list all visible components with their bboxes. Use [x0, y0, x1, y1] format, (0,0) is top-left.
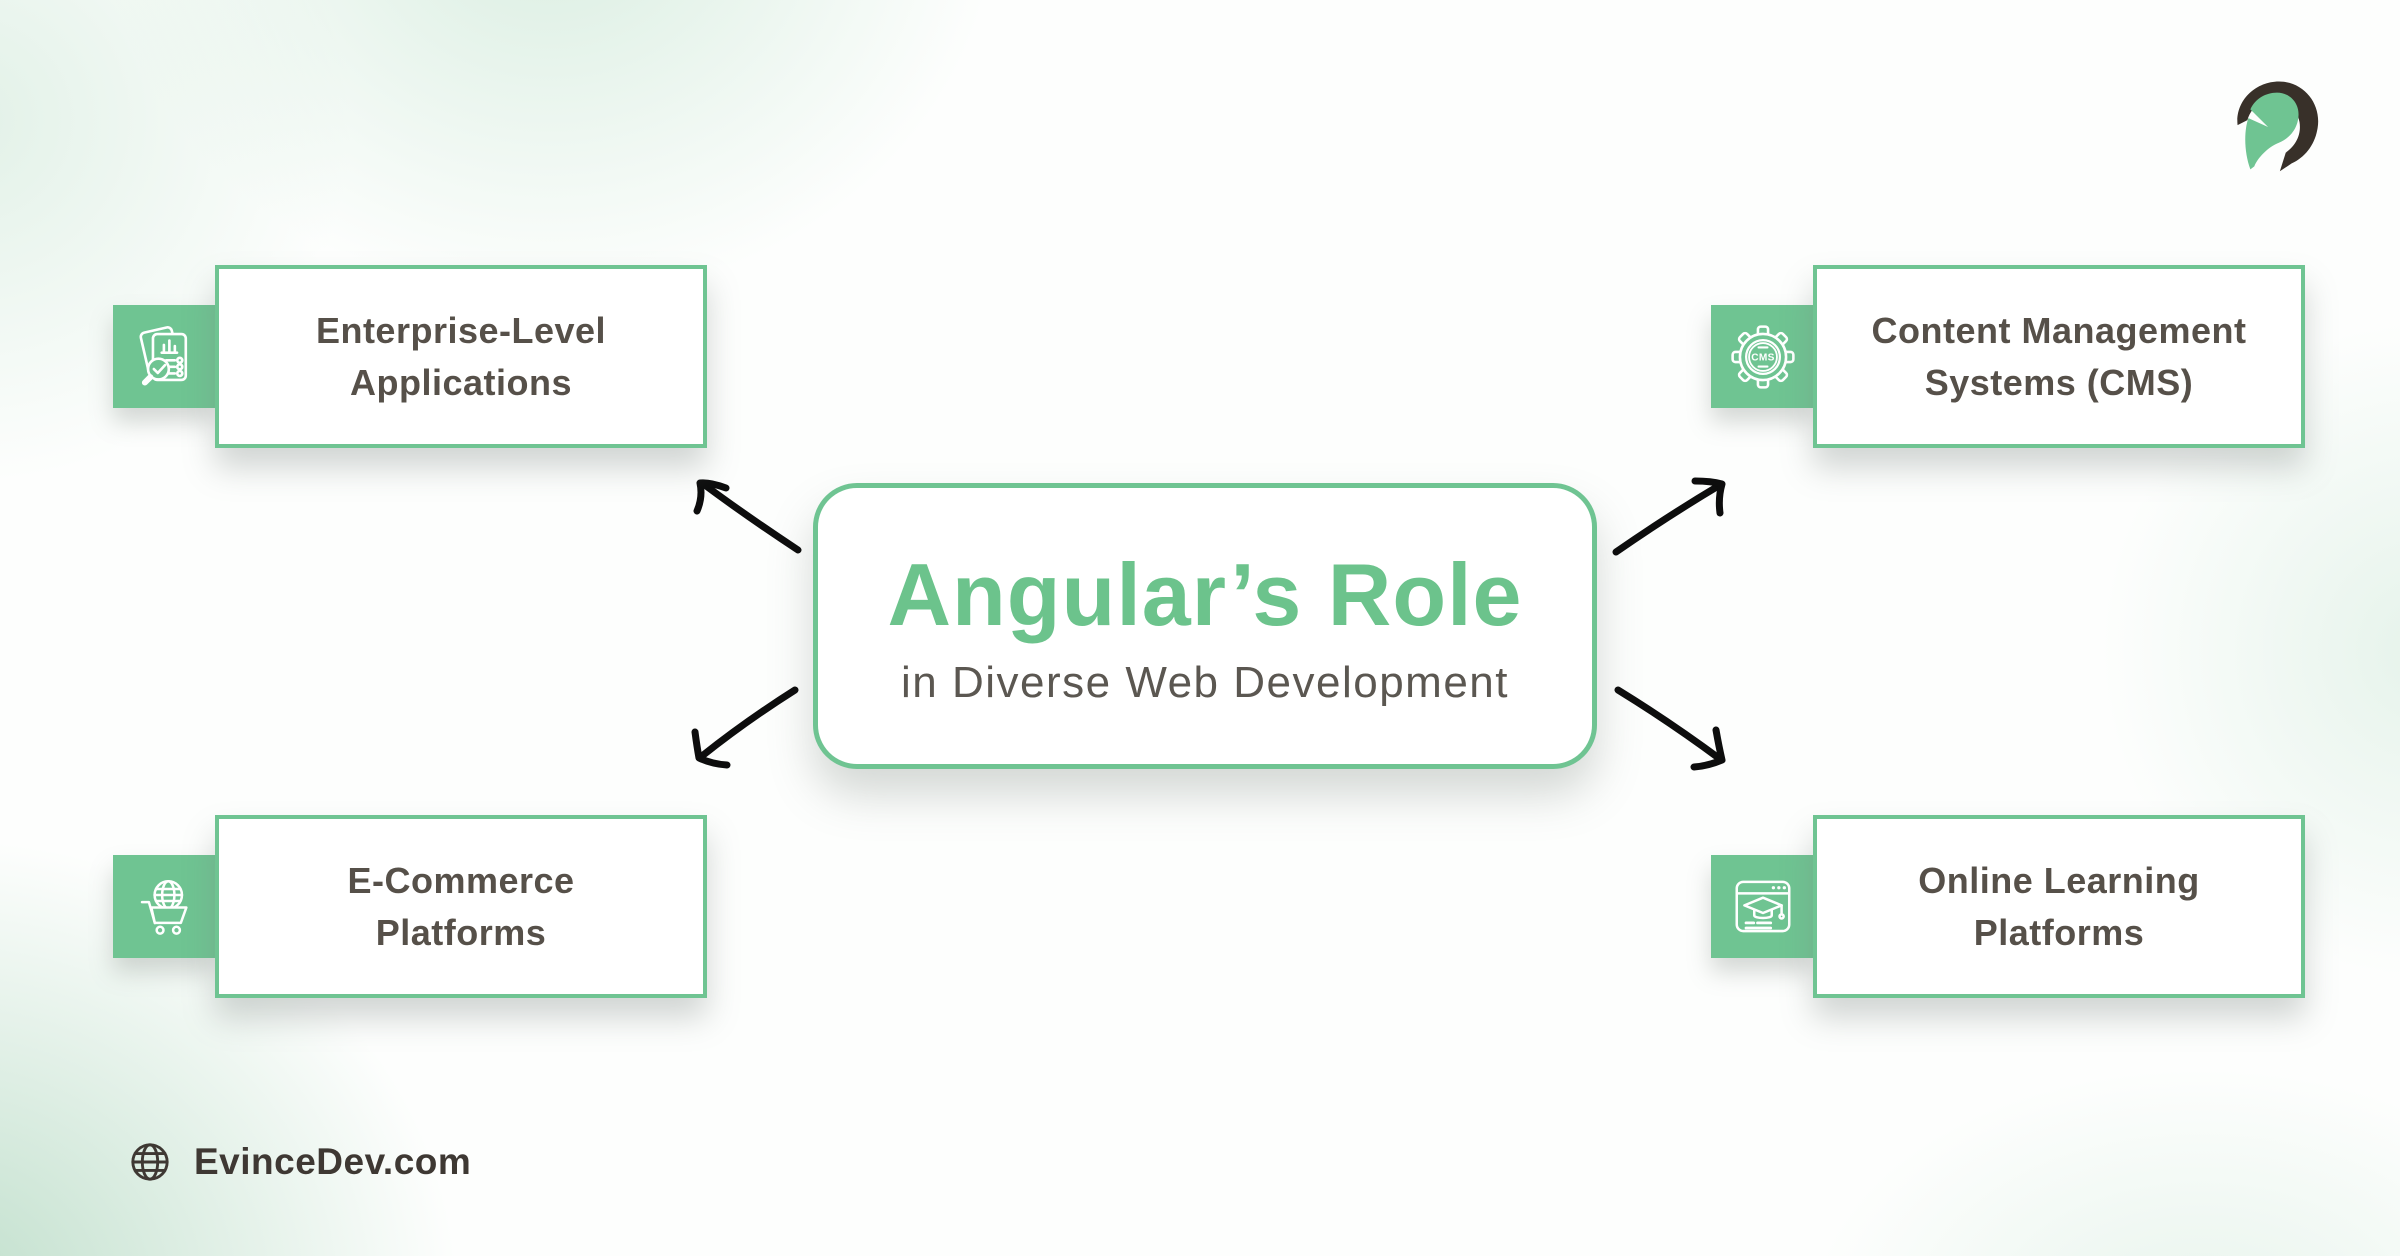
node-box: Enterprise-Level Applications	[215, 265, 707, 448]
browser-graduation-cap-icon	[1711, 855, 1815, 958]
node-enterprise-level-applications: Enterprise-Level Applications	[113, 265, 707, 448]
evincedev-spartan-helmet-logo	[2237, 81, 2319, 172]
audit-documents-icon	[113, 305, 217, 408]
cart-globe-icon	[113, 855, 217, 958]
node-label: Enterprise-Level Applications	[315, 310, 607, 403]
node-online-learning-platforms: Online Learning Platforms	[1711, 815, 2305, 998]
node-box: Content Management Systems (CMS)	[1813, 265, 2305, 448]
node-e-commerce-platforms: E-Commerce Platforms	[113, 815, 707, 998]
cms-gear-icon: CMS	[1711, 305, 1815, 408]
central-topic-box: Angular’s Role in Diverse Web Developmen…	[813, 483, 1597, 769]
arrow-to-enterprise	[693, 479, 802, 554]
globe-icon	[131, 1143, 169, 1181]
arrow-to-ecommerce	[691, 686, 799, 769]
page-title: Angular’s Role	[887, 545, 1523, 644]
node-box: E-Commerce Platforms	[215, 815, 707, 998]
node-content-management-systems: CMS Content Management Systems (CMS)	[1711, 265, 2305, 448]
arrow-to-online-learning	[1614, 686, 1726, 771]
arrow-to-cms	[1612, 477, 1726, 556]
node-box: Online Learning Platforms	[1813, 815, 2305, 998]
footer: EvinceDev.com	[126, 1136, 471, 1188]
node-label: Online Learning Platforms	[1918, 860, 2200, 953]
node-label: E-Commerce Platforms	[347, 860, 575, 953]
svg-text:CMS: CMS	[1751, 352, 1774, 363]
node-label: Content Management Systems (CMS)	[1871, 310, 2247, 403]
website-text: EvinceDev.com	[194, 1141, 472, 1182]
page-subtitle: in Diverse Web Development	[901, 658, 1509, 707]
